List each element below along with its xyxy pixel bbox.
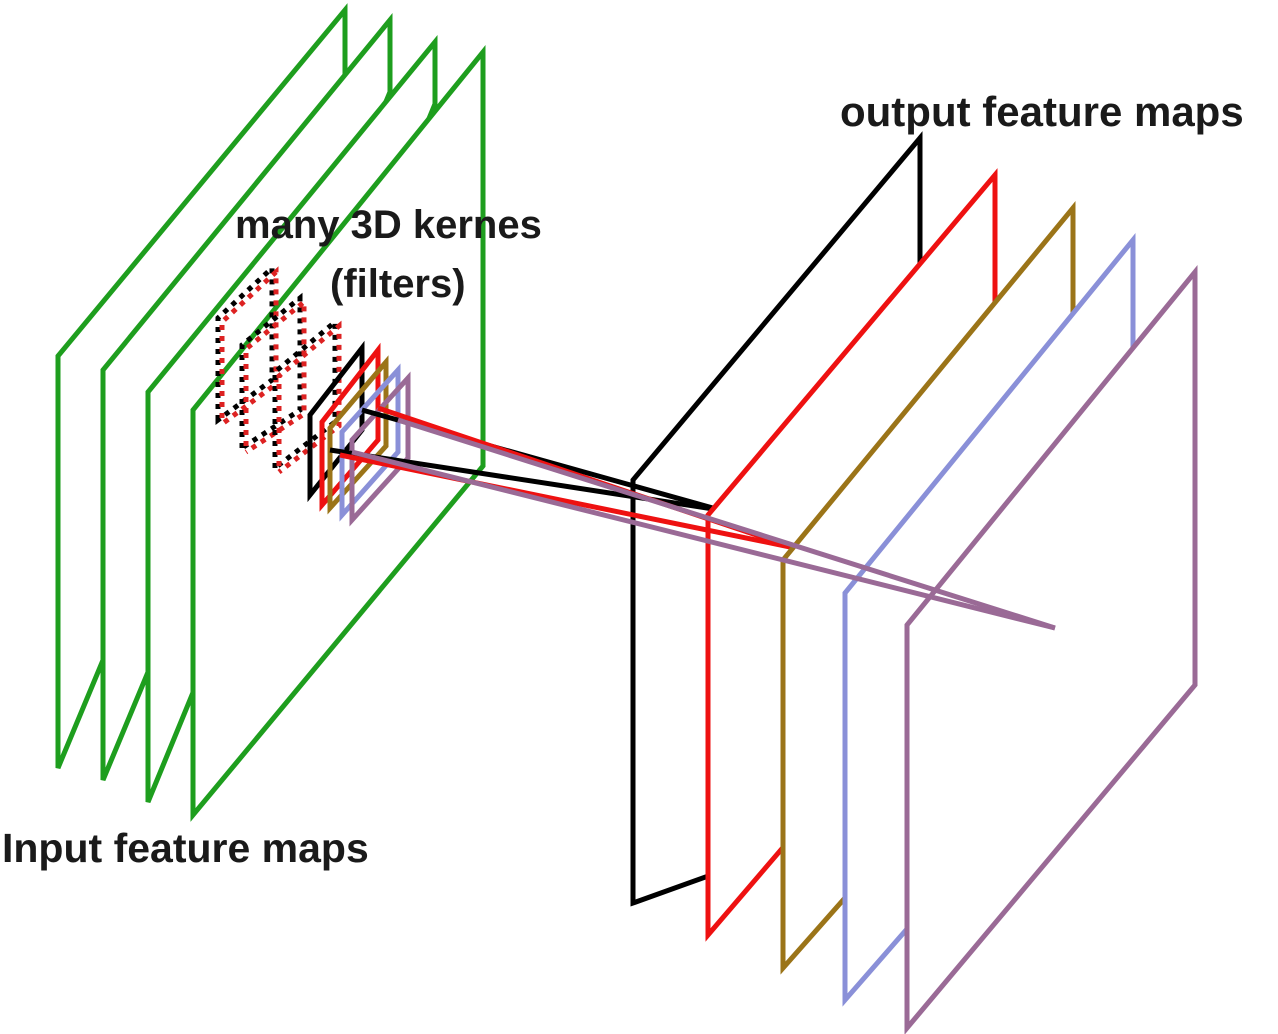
output-feature-maps bbox=[329, 131, 1198, 1034]
dotted-kernel-black-1 bbox=[215, 262, 275, 425]
kernel-5 bbox=[349, 371, 411, 527]
kernel-2 bbox=[319, 342, 381, 512]
dotted-kernel-red-1 bbox=[219, 266, 279, 429]
dotted-kernel-black-3 bbox=[272, 316, 338, 474]
dotted-kernel-red-3 bbox=[276, 320, 342, 478]
projection-line-5-1 bbox=[397, 417, 1056, 631]
kernel-4 bbox=[339, 363, 401, 522]
kernel-3 bbox=[327, 355, 389, 515]
projection-line-5-2 bbox=[351, 449, 1056, 631]
dotted-kernel-black-2 bbox=[239, 292, 303, 453]
input-map-4 bbox=[190, 44, 486, 822]
input-feature-maps bbox=[55, 3, 486, 822]
kernels-label-line2: (filters) bbox=[330, 262, 466, 306]
output-map-group-5 bbox=[351, 264, 1198, 1034]
output-map-5 bbox=[904, 264, 1198, 1034]
output-feature-maps-label: output feature maps bbox=[840, 88, 1244, 135]
input-feature-maps-label: Input feature maps bbox=[2, 825, 369, 871]
kernels-label-line1: many 3D kernes bbox=[235, 203, 542, 247]
dotted-kernels bbox=[215, 262, 342, 478]
